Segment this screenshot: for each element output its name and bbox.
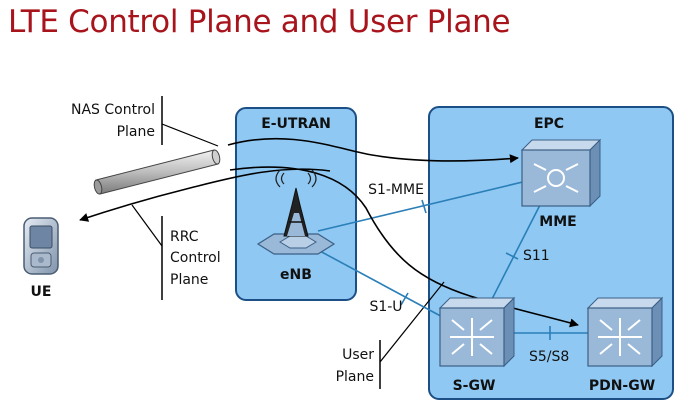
user-plane-leader-line: [379, 281, 445, 363]
enb-tower-icon: [256, 169, 336, 255]
s1-mme-tick: [421, 199, 427, 214]
rrc-label-line3: Plane: [170, 272, 208, 288]
ue-phone-icon: [23, 217, 59, 275]
eutran-label: E-UTRAN: [261, 116, 331, 132]
rrc-leader-line: [131, 204, 163, 247]
rrc-tunnel-tube: [93, 149, 221, 195]
enb-label: eNB: [280, 267, 312, 283]
user-plane-path: [229, 166, 579, 328]
rrc-label-line1: RRC: [170, 229, 199, 245]
nas-label-line1: NAS Control: [71, 102, 155, 118]
pdngw-router-icon: [586, 296, 664, 368]
s11-link: [489, 204, 541, 304]
nas-control-path: [227, 137, 519, 164]
rrc-label-line2: Control: [170, 250, 221, 266]
sgw-label: S-GW: [453, 378, 496, 394]
s1-u-link: [317, 249, 449, 321]
s1-u-label: S1-U: [369, 299, 402, 315]
s5-s8-label: S5/S8: [529, 349, 569, 365]
nas-label-line2: Plane: [117, 124, 155, 140]
nas-leader-line: [161, 123, 219, 147]
ue-label: UE: [31, 284, 52, 300]
rrc-control-path: [79, 168, 331, 222]
epc-label: EPC: [534, 116, 564, 132]
user-plane-label-line1: User: [342, 347, 374, 363]
pdngw-label: PDN-GW: [589, 378, 655, 394]
s1-u-tick: [400, 292, 409, 306]
page-title: LTE Control Plane and User Plane: [8, 4, 511, 40]
s11-label: S11: [523, 248, 550, 264]
s11-tick: [505, 252, 519, 260]
sgw-router-icon: [438, 296, 516, 368]
mme-label: MME: [539, 214, 576, 230]
user-plane-label-line2: Plane: [336, 369, 374, 385]
mme-router-icon: [520, 138, 602, 208]
s1-mme-label: S1-MME: [368, 182, 424, 198]
